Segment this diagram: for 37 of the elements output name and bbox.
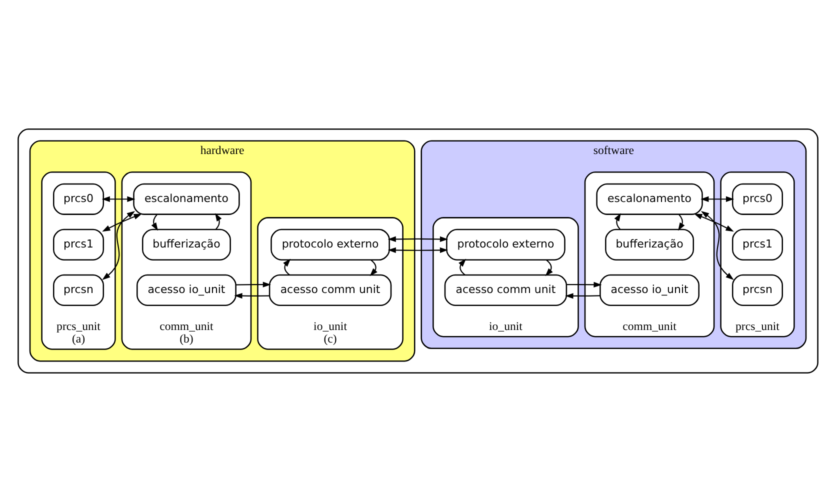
node-box: protocolo externo [270, 228, 390, 260]
node-box: prcs0 [732, 182, 783, 214]
node-box: protocolo externo [446, 228, 566, 260]
arrow [236, 281, 271, 287]
node-box: acesso comm unit [444, 274, 568, 306]
node-box: prcsn [53, 274, 104, 306]
node-box: bufferização [142, 228, 231, 260]
arrow [565, 292, 600, 298]
arrow [215, 212, 222, 230]
node-box: prcs1 [732, 228, 783, 260]
node-box: acesso comm unit [268, 274, 392, 306]
node-box: escalonamento [133, 182, 240, 214]
arrow [694, 213, 734, 232]
arrow [151, 214, 158, 230]
arrow [388, 246, 448, 253]
node-box: bufferização [605, 228, 694, 260]
arrow [700, 210, 734, 280]
arrow [234, 292, 270, 298]
arrow [388, 236, 448, 242]
node-box: prcs1 [53, 228, 104, 260]
arrow [458, 258, 466, 275]
arrow [614, 212, 621, 230]
arrow [102, 210, 136, 280]
node-box: prcs0 [53, 182, 104, 214]
arrow [283, 258, 291, 275]
node-box: acesso io_unit [136, 274, 236, 306]
arrow [678, 214, 685, 230]
arrow [370, 259, 378, 276]
arrow [102, 196, 136, 202]
arrow [700, 196, 734, 202]
node-box: prcsn [732, 274, 783, 306]
arrow [545, 259, 553, 276]
arrow [566, 281, 602, 287]
cluster [18, 128, 818, 374]
arrow [102, 213, 142, 232]
node-box: escalonamento [596, 182, 703, 214]
node-box: acesso io_unit [600, 274, 700, 306]
